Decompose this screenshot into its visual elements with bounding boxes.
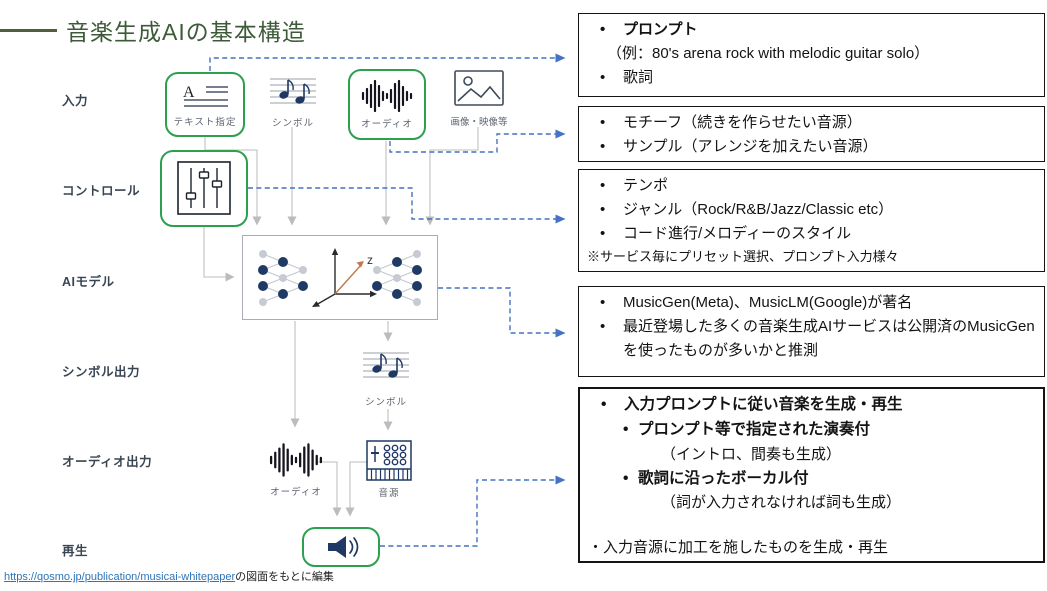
node-symbol-output: シンボル: [358, 346, 414, 408]
neural-network-icon: [372, 250, 422, 306]
stage-label-ai-model: AIモデル: [62, 275, 115, 289]
callout-playback: 入力プロンプトに従い音楽を生成・再生 プロンプト等で指定された演奏付 （イントロ…: [578, 387, 1045, 563]
svg-text:z: z: [367, 253, 373, 267]
title-accent-dash: [0, 29, 57, 32]
stage-label-input: 入力: [62, 94, 89, 108]
node-text-input: A テキスト指定: [165, 72, 245, 137]
music-notes-icon: [270, 78, 316, 104]
callout-line: 歌詞: [587, 66, 1036, 90]
stage-label-audio-out: オーディオ出力: [62, 455, 153, 469]
synthesizer-icon: [366, 440, 412, 481]
callout-line: サンプル（アレンジを加えたい音源）: [587, 135, 1036, 159]
node-image-input: 画像・映像等: [447, 70, 511, 128]
callout-line: （詞が入力されなければ詞も生成）: [661, 494, 902, 512]
node-audio-input: オーディオ: [348, 69, 426, 140]
callout-line: コード進行/メロディーのスタイル: [587, 222, 1036, 246]
callout-line: テンポ: [587, 174, 1036, 198]
sliders-icon: [177, 161, 231, 215]
callout-prompt: プロンプト （例：80's arena rock with melodic gu…: [578, 13, 1045, 97]
waveform-icon: [269, 443, 323, 477]
node-image-input-label: 画像・映像等: [450, 117, 508, 128]
page-title: 音楽生成AIの基本構造: [66, 19, 306, 45]
callout-line: 歌詞に沿ったボーカル付: [588, 467, 1035, 492]
callout-note: ※サービス毎にプリセット選択、プロンプト入力様々: [587, 249, 899, 264]
callout-line: 最近登場した多くの音楽生成AIサービスは公開済のMusicGenを使ったものが多…: [587, 315, 1036, 363]
neural-network-icon: [258, 250, 308, 306]
node-audio-input-label: オーディオ: [361, 119, 413, 130]
stage-label-symbol-out: シンボル出力: [62, 365, 141, 379]
node-sound-source-label: 音源: [378, 488, 400, 499]
node-text-input-label: テキスト指定: [173, 117, 237, 128]
node-symbol-input: シンボル: [262, 74, 324, 129]
waveform-icon: [361, 79, 413, 113]
callout-line: プロンプト等で指定された演奏付: [588, 418, 1035, 443]
node-ai-model: z: [242, 235, 438, 320]
source-attribution: https://qosmo.jp/publication/musicai-whi…: [4, 568, 334, 584]
callout-source-input: モチーフ（続きを作らせたい音源） サンプル（アレンジを加えたい音源）: [578, 106, 1045, 162]
source-suffix: の図面をもとに編集: [235, 571, 334, 583]
node-audio-output-label: オーディオ: [270, 487, 322, 498]
node-play: [302, 527, 380, 567]
stage-label-play: 再生: [62, 544, 89, 558]
callout-line: プロンプト: [587, 18, 1036, 42]
speaker-icon: [328, 536, 359, 558]
callout-line: ジャンル（Rock/R&B/Jazz/Classic etc）: [587, 198, 1036, 222]
callout-line: モチーフ（続きを作らせたい音源）: [587, 111, 1036, 135]
latent-axis-icon: z: [312, 248, 377, 307]
music-notes-icon: [363, 352, 409, 378]
callout-line: 入力プロンプトに従い音楽を生成・再生: [588, 393, 1035, 418]
svg-text:A: A: [183, 84, 195, 101]
node-sound-source: 音源: [364, 438, 414, 500]
callout-line: （イントロ、間奏も生成）: [661, 445, 842, 463]
node-audio-output: オーディオ: [262, 440, 330, 498]
callout-models: MusicGen(Meta)、MusicLM(Google)が著名 最近登場した…: [578, 286, 1045, 377]
stage-label-control: コントロール: [62, 184, 141, 198]
image-icon: [454, 70, 504, 106]
node-control: [160, 150, 248, 227]
text-document-icon: A: [183, 84, 228, 107]
node-symbol-output-label: シンボル: [364, 397, 407, 408]
source-link[interactable]: https://qosmo.jp/publication/musicai-whi…: [4, 571, 236, 583]
callout-line: MusicGen(Meta)、MusicLM(Google)が著名: [587, 291, 1036, 315]
callout-line: ・入力音源に加工を施したものを生成・再生: [588, 539, 889, 557]
callout-line: （例：80's arena rock with melodic guitar s…: [607, 45, 930, 62]
node-symbol-input-label: シンボル: [271, 118, 314, 129]
callout-control-params: テンポ ジャンル（Rock/R&B/Jazz/Classic etc） コード進…: [578, 169, 1045, 272]
